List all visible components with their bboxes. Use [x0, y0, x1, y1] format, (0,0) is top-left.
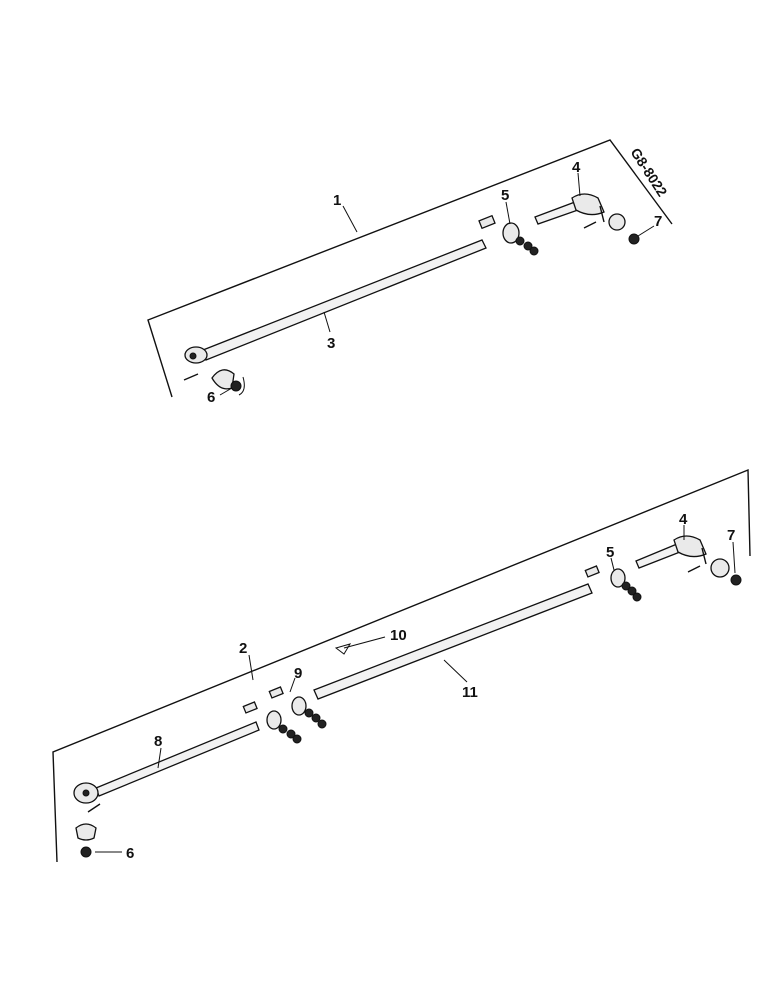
- callout-6-bottom: 6: [126, 845, 134, 862]
- castle-nut-2: [80, 846, 92, 858]
- nut-7: [628, 233, 640, 245]
- callout-9: 9: [294, 665, 302, 682]
- assembly-2-bracket: [52, 468, 751, 863]
- callout-7: 7: [654, 213, 662, 230]
- tie-rod-assembly-2: 2 8 9 10 11 5 4 7 6: [52, 468, 751, 863]
- callout-4: 4: [572, 159, 581, 176]
- cotter-pin: [183, 373, 199, 381]
- assembly-1-bracket: [147, 139, 673, 398]
- dust-cap-2: [75, 823, 97, 841]
- clamp-5-bottom: [584, 565, 642, 602]
- dust-cap: [211, 369, 235, 390]
- clamp-9: [242, 686, 327, 744]
- tie-rod-end-4: [534, 193, 626, 231]
- callout-11: 11: [462, 684, 478, 701]
- nut-7-bottom: [730, 574, 742, 586]
- callout-5: 5: [501, 187, 509, 204]
- tube-3: [202, 239, 487, 361]
- tube-8: [95, 721, 260, 797]
- tube-11: [313, 583, 593, 700]
- callout-7-bottom: 7: [727, 527, 735, 544]
- callout-8: 8: [154, 733, 162, 750]
- tie-rod-end-4-bottom: [635, 535, 730, 578]
- callout-6: 6: [207, 389, 215, 406]
- callout-5-bottom: 5: [606, 544, 614, 561]
- castle-nut: [230, 380, 242, 392]
- callout-10: 10: [390, 627, 407, 644]
- callout-4-bottom: 4: [679, 511, 688, 528]
- cotter-pin-2: [87, 803, 101, 813]
- clamp-5: [478, 214, 539, 256]
- callout-3: 3: [327, 335, 335, 352]
- tie-rod-assembly-1: G8-8022: [147, 139, 673, 406]
- callout-2: 2: [239, 640, 247, 657]
- callout-1: 1: [333, 192, 341, 209]
- clip-10: [334, 643, 352, 655]
